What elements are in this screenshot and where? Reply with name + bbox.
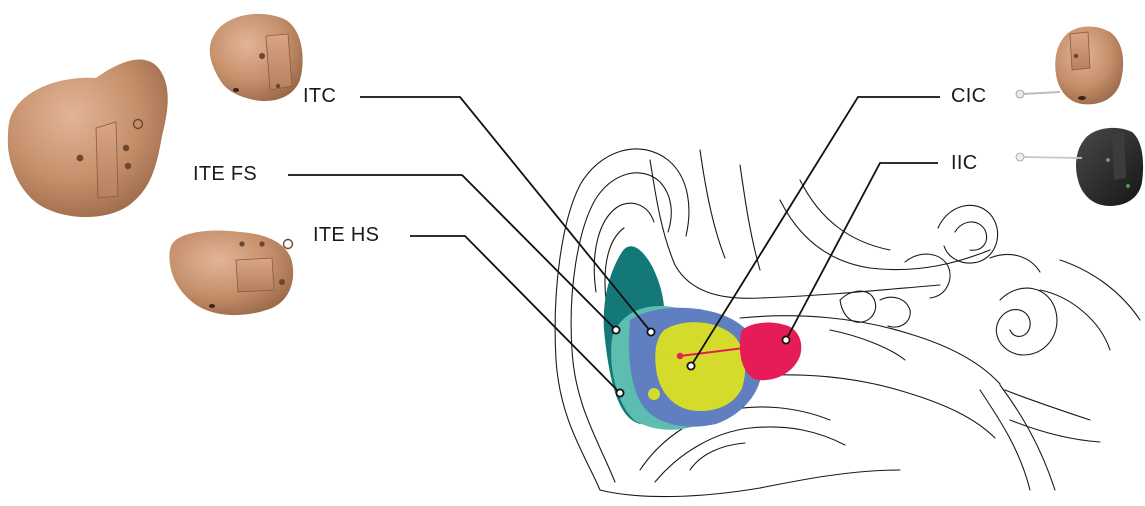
itc-leader-dot bbox=[647, 328, 654, 335]
iic-region bbox=[740, 323, 801, 381]
cic-knob-upper bbox=[656, 348, 668, 360]
iic-label: IIC bbox=[951, 152, 977, 174]
cic-region bbox=[655, 322, 745, 411]
ite-fs-leader bbox=[288, 175, 616, 330]
ite-hs-label: ITE HS bbox=[313, 224, 379, 246]
ite-fs-device-image bbox=[8, 60, 168, 218]
ite-fs-label: ITE FS bbox=[193, 163, 257, 185]
cic-knob-lower bbox=[648, 388, 660, 400]
itc-label: ITC bbox=[303, 85, 336, 107]
device-fit-regions bbox=[604, 246, 802, 429]
cic-leader-dot bbox=[687, 362, 694, 369]
iic-leader bbox=[786, 163, 938, 340]
iic-leader-dot bbox=[782, 336, 789, 343]
ite-hs-leader-dot bbox=[616, 389, 623, 396]
iic-pull-cord-end bbox=[677, 353, 683, 359]
ite-hs-device-image bbox=[169, 231, 293, 316]
cic-device-image bbox=[1016, 26, 1123, 104]
ite-fs-leader-dot bbox=[612, 326, 619, 333]
itc-device-image bbox=[210, 14, 303, 101]
iic-device-image bbox=[1016, 128, 1143, 206]
ite-hs-leader bbox=[410, 236, 620, 393]
cic-label: CIC bbox=[951, 85, 986, 107]
